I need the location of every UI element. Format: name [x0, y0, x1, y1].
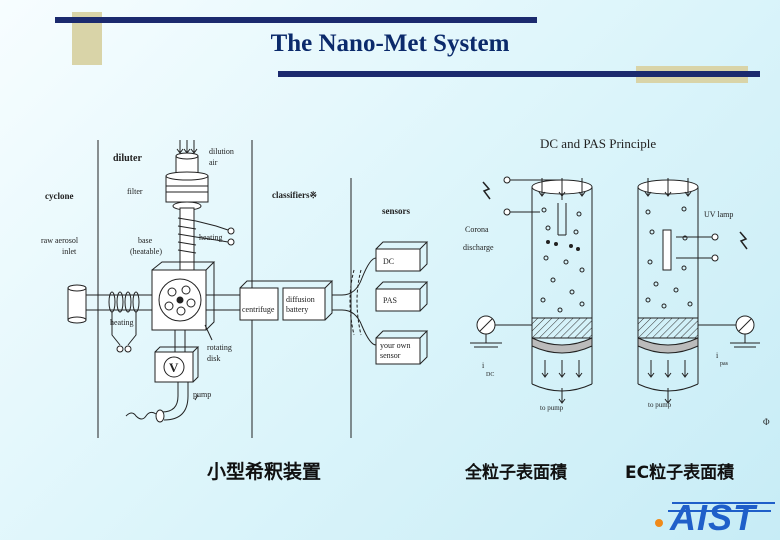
caption-ec-surface: EC粒子表面積 — [625, 463, 735, 483]
label-dc: DC — [383, 257, 394, 266]
label-i-pas-sub: pas — [720, 361, 729, 367]
heating-wire — [195, 220, 229, 231]
caption-total-surface: 全粒子表面積 — [465, 463, 567, 483]
heating-coil-vertical — [177, 217, 197, 254]
pas-sensor-box — [375, 288, 421, 312]
label-heating-top: heating — [199, 233, 223, 242]
pas-arrows — [644, 178, 692, 404]
label-centrifuge: centrifuge — [242, 305, 275, 314]
slide-title: The Nano-Met System — [270, 30, 510, 57]
logo-dot — [655, 519, 663, 527]
label-pump: pump — [193, 390, 211, 399]
pump-symbol: V — [169, 360, 179, 375]
caption-compact-diluter: 小型希釈装置 — [207, 461, 322, 483]
label-cyclone: cyclone — [45, 191, 74, 201]
dc-wiring — [510, 179, 563, 200]
label-i-dc-sub: DC — [486, 372, 494, 378]
label-base: base(heatable) — [130, 236, 162, 256]
bottom-navy-bar — [278, 71, 760, 77]
label-heating-bottom: heating — [110, 318, 134, 327]
label-to-pump-left: to pump — [540, 404, 564, 412]
label-pas: PAS — [383, 296, 397, 305]
dc-cylinder — [531, 179, 593, 392]
label-discharge: discharge — [463, 243, 494, 252]
dc-sensor-box — [375, 248, 421, 272]
top-navy-bar — [55, 17, 537, 23]
label-sensors: sensors — [382, 206, 410, 216]
label-i-dc: i — [482, 361, 485, 370]
label-filter: filter — [127, 187, 143, 196]
label-i-pas: i — [716, 351, 719, 360]
pas-particles — [645, 206, 693, 309]
label-uv-lamp: UV lamp — [704, 210, 733, 219]
dc-particles — [540, 207, 585, 313]
own-sensor-box — [375, 337, 421, 365]
label-corona: Corona — [465, 225, 489, 234]
sensor-manifold — [332, 257, 377, 296]
label-phi: Φ — [763, 417, 770, 427]
exhaust-coil — [125, 411, 157, 420]
label-to-pump-right: to pump — [648, 401, 672, 409]
label-diluter: diluter — [113, 153, 142, 164]
label-classifiers: classifiers※ — [272, 190, 317, 200]
dc-pas-title: DC and PAS Principle — [540, 136, 656, 151]
logo-text: AIST — [669, 497, 758, 538]
